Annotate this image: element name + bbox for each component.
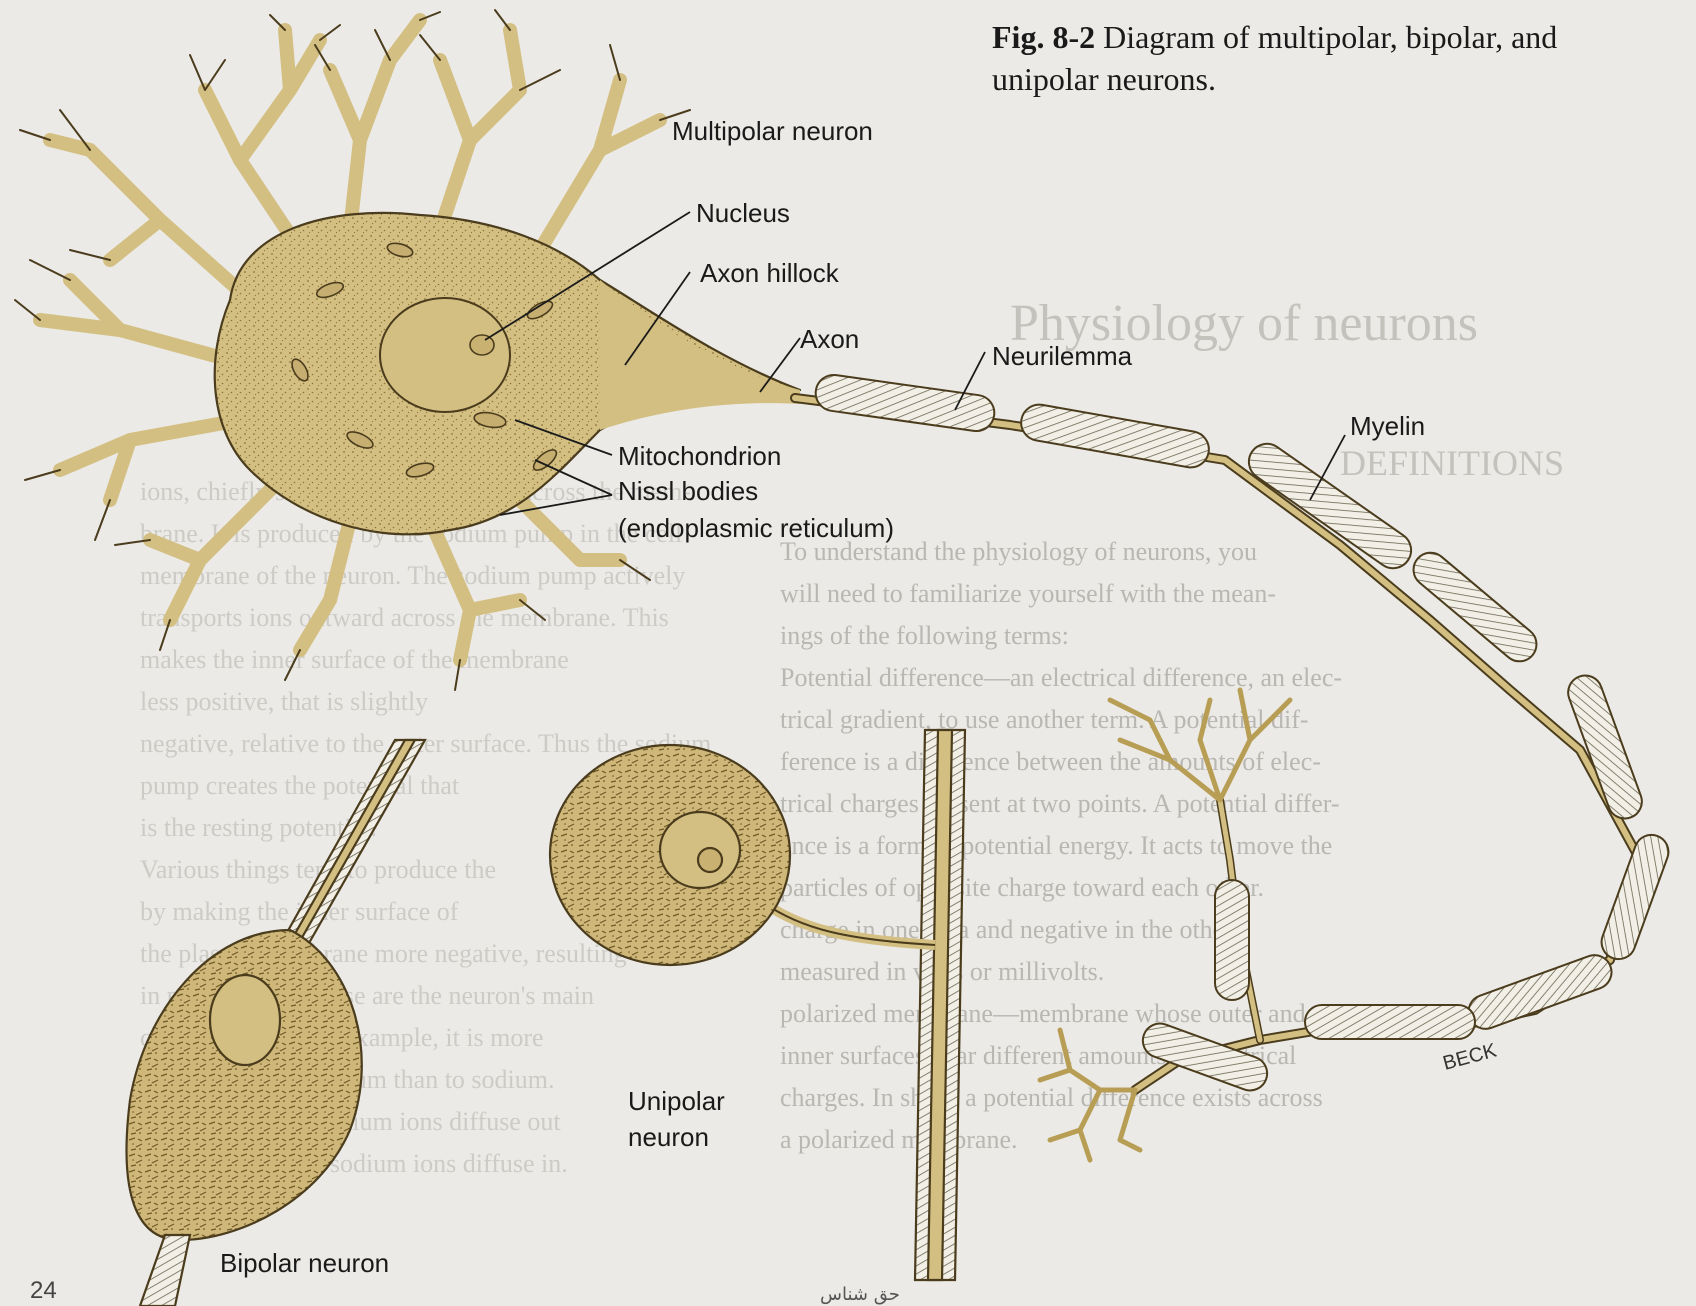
nucleolus [470,335,494,355]
label-myelin: Myelin [1350,411,1425,441]
bg-body-line: trical gradient, to use another term. A … [780,705,1309,734]
artist-signature: BECK [1441,1039,1500,1075]
page-number: 24 [30,1277,57,1304]
bg-body-line: polarized membrane—membrane whose outer … [780,999,1306,1028]
caption-line1: Fig. 8-2 Diagram of multipolar, bipolar,… [992,19,1557,55]
label-bipolar-neuron: Bipolar neuron [220,1248,389,1278]
label-unipolar-line1: Unipolar [628,1086,725,1116]
bipolar-lower-process [140,1235,190,1306]
caption-line2: unipolar neurons. [992,61,1216,97]
collateral-myelin [1215,880,1249,1000]
unipolar-nucleus [660,812,740,888]
bg-body-line: particles of opposite charge toward each… [780,873,1264,902]
caption-fig-number: Fig. 8-2 [992,19,1095,55]
label-unipolar-line2: neuron [628,1122,709,1152]
watermark: حق شناس [820,1284,900,1305]
nucleus [380,298,510,412]
bg-body-line: ings of the following terms: [780,621,1069,650]
bipolar-nucleus [210,975,280,1065]
bg-body-line: a polarized membrane. [780,1125,1018,1154]
bg-body-line: ence is a form of potential energy. It a… [780,831,1332,860]
bg-column-line: makes the inner surface of the membrane [140,645,569,674]
bg-body-line: will need to familiarize yourself with t… [780,579,1276,608]
bg-column-line: less positive, that is slightly [140,687,428,716]
label-endoplasmic-reticulum: (endoplasmic reticulum) [618,513,894,543]
bg-column-line: pump creates the potential that [140,771,460,800]
label-multipolar-neuron: Multipolar neuron [672,116,873,146]
bg-subheading: DEFINITIONS [1340,443,1564,483]
label-mitochondrion: Mitochondrion [618,441,781,471]
bg-column-line: transports ions outward across the membr… [140,603,669,632]
label-nucleus: Nucleus [696,198,790,228]
label-neurilemma: Neurilemma [992,341,1133,371]
bg-body-line: Potential difference—an electrical diffe… [780,663,1342,692]
figure-caption: Fig. 8-2 Diagram of multipolar, bipolar,… [992,19,1557,97]
label-nissl-bodies: Nissl bodies [618,476,758,506]
bg-body-line: trical charges present at two points. A … [780,789,1340,818]
label-axon: Axon [800,324,859,354]
caption-line1-text: Diagram of multipolar, bipolar, and [1095,19,1557,55]
label-axon-hillock: Axon hillock [700,258,840,288]
